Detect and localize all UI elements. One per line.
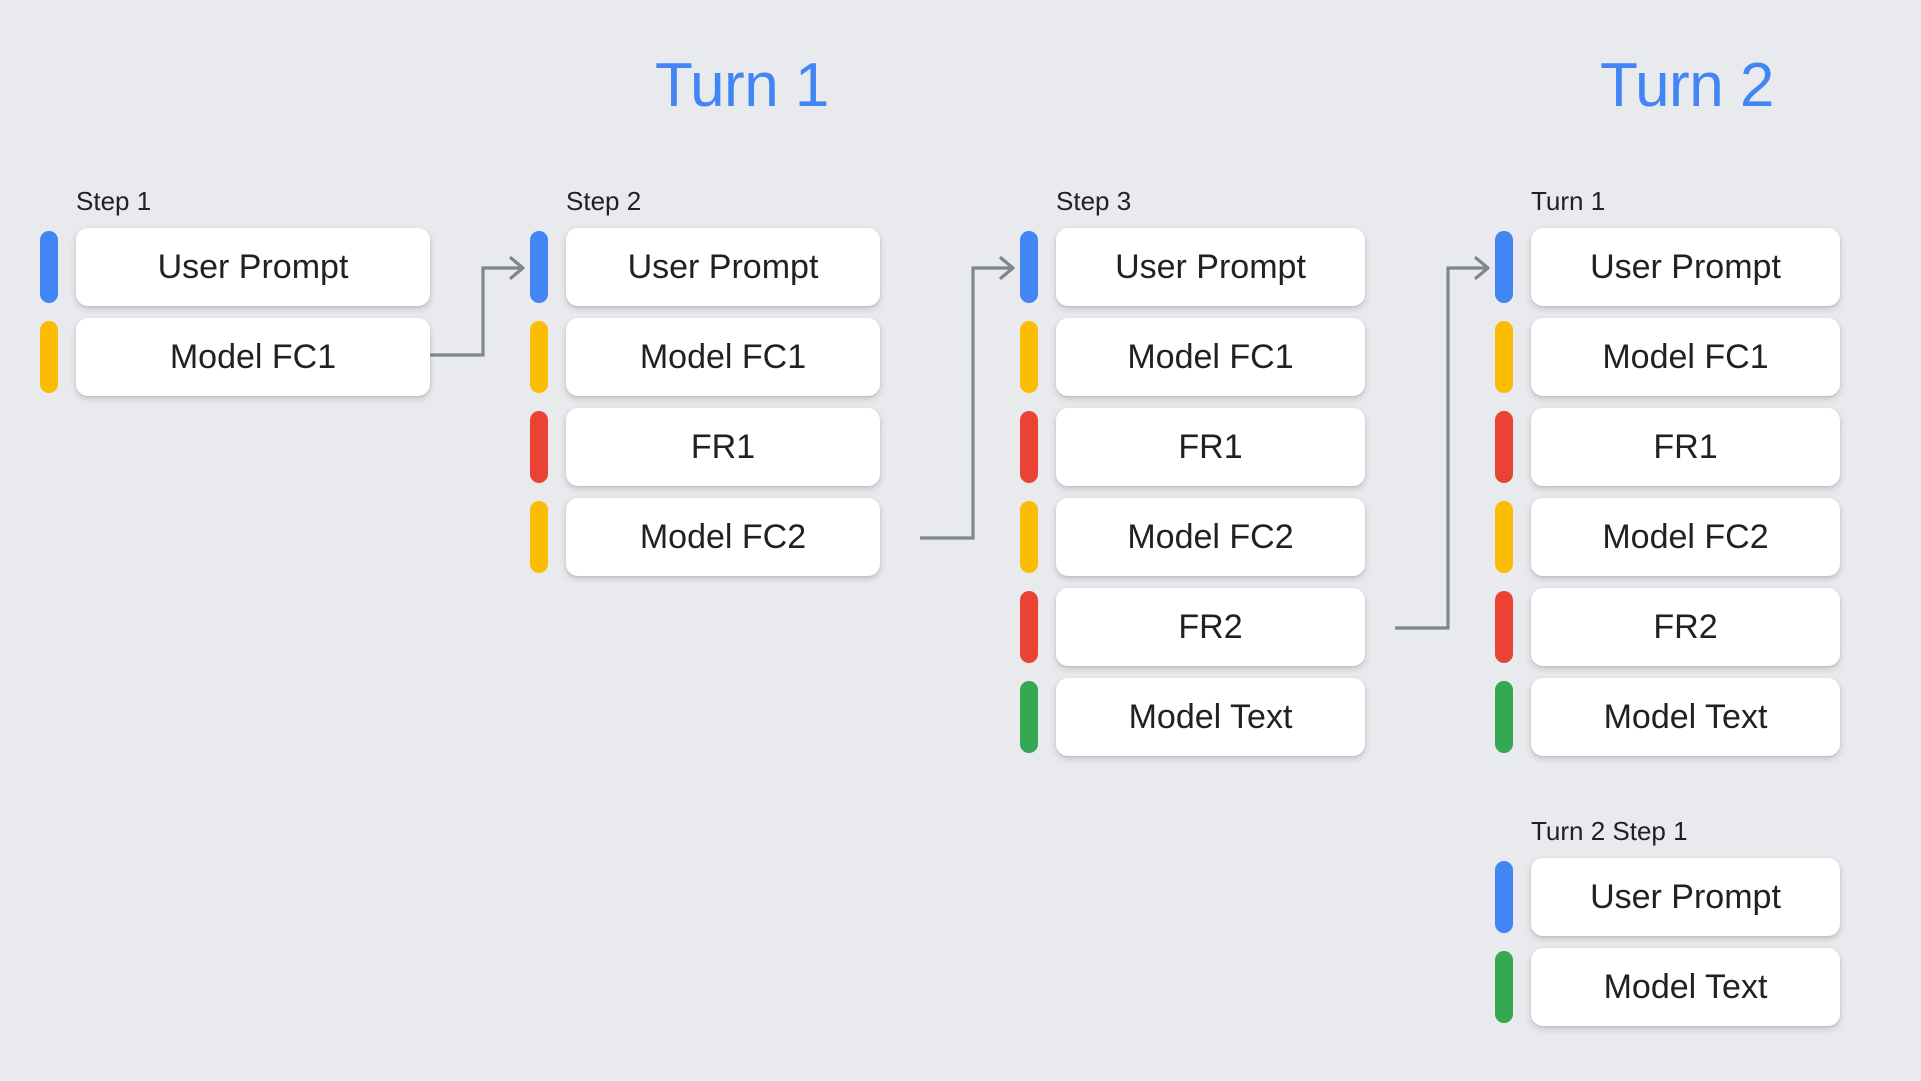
role-bar-function-response bbox=[530, 411, 548, 483]
sequence-row: Model FC2 bbox=[530, 498, 880, 576]
card-fr1[interactable]: FR1 bbox=[566, 408, 880, 486]
sequence-row: FR2 bbox=[1495, 588, 1840, 666]
role-bar-user-prompt bbox=[1495, 861, 1513, 933]
sequence-row: FR1 bbox=[530, 408, 880, 486]
card-model-fc2[interactable]: Model FC2 bbox=[1056, 498, 1365, 576]
column-step-3: Step 3 User Prompt Model FC1 FR1 Model F… bbox=[1020, 188, 1365, 768]
sequence-row: Model FC1 bbox=[40, 318, 430, 396]
sequence-row: FR2 bbox=[1020, 588, 1365, 666]
role-bar-model-text bbox=[1495, 681, 1513, 753]
connector-step3-to-turn1 bbox=[1395, 256, 1490, 630]
role-bar-model-text bbox=[1495, 951, 1513, 1023]
role-bar-user-prompt bbox=[40, 231, 58, 303]
sequence-row: Model FC2 bbox=[1495, 498, 1840, 576]
card-user-prompt[interactable]: User Prompt bbox=[566, 228, 880, 306]
turn-1-heading: Turn 1 bbox=[655, 51, 829, 120]
sequence-row: FR1 bbox=[1020, 408, 1365, 486]
role-bar-function-response bbox=[1495, 591, 1513, 663]
role-bar-model-fc bbox=[1020, 501, 1038, 573]
connector-step1-to-step2 bbox=[430, 256, 525, 357]
column-label-turn-1: Turn 1 bbox=[1531, 186, 1606, 216]
role-bar-model-text bbox=[1020, 681, 1038, 753]
column-step-2: Step 2 User Prompt Model FC1 FR1 Model F… bbox=[530, 188, 880, 588]
card-fr2[interactable]: FR2 bbox=[1056, 588, 1365, 666]
sequence-row: Model Text bbox=[1495, 948, 1840, 1026]
card-model-fc1[interactable]: Model FC1 bbox=[1531, 318, 1840, 396]
column-label-step-2: Step 2 bbox=[566, 186, 642, 216]
sequence-row: Model FC1 bbox=[530, 318, 880, 396]
card-user-prompt[interactable]: User Prompt bbox=[76, 228, 430, 306]
column-step-1: Step 1 User Prompt Model FC1 bbox=[40, 188, 430, 408]
sequence-row: Model FC1 bbox=[1495, 318, 1840, 396]
role-bar-model-fc bbox=[530, 501, 548, 573]
sequence-row: User Prompt bbox=[1495, 858, 1840, 936]
card-model-text[interactable]: Model Text bbox=[1531, 948, 1840, 1026]
role-bar-model-fc bbox=[1020, 321, 1038, 393]
sequence-row: Model FC1 bbox=[1020, 318, 1365, 396]
column-label-step-3: Step 3 bbox=[1056, 186, 1132, 216]
card-fr2[interactable]: FR2 bbox=[1531, 588, 1840, 666]
role-bar-user-prompt bbox=[1495, 231, 1513, 303]
sequence-row: User Prompt bbox=[1020, 228, 1365, 306]
turn-2-heading: Turn 2 bbox=[1600, 51, 1774, 120]
column-turn-1: Turn 1 User Prompt Model FC1 FR1 Model F… bbox=[1495, 188, 1840, 768]
role-bar-model-fc bbox=[530, 321, 548, 393]
role-bar-model-fc bbox=[40, 321, 58, 393]
card-fr1[interactable]: FR1 bbox=[1531, 408, 1840, 486]
sequence-row: FR1 bbox=[1495, 408, 1840, 486]
card-model-text[interactable]: Model Text bbox=[1531, 678, 1840, 756]
role-bar-model-fc bbox=[1495, 501, 1513, 573]
role-bar-user-prompt bbox=[530, 231, 548, 303]
card-model-text[interactable]: Model Text bbox=[1056, 678, 1365, 756]
card-model-fc1[interactable]: Model FC1 bbox=[566, 318, 880, 396]
role-bar-function-response bbox=[1495, 411, 1513, 483]
card-fr1[interactable]: FR1 bbox=[1056, 408, 1365, 486]
sequence-row: User Prompt bbox=[530, 228, 880, 306]
card-user-prompt[interactable]: User Prompt bbox=[1531, 228, 1840, 306]
role-bar-function-response bbox=[1020, 411, 1038, 483]
role-bar-model-fc bbox=[1495, 321, 1513, 393]
sequence-row: Model Text bbox=[1020, 678, 1365, 756]
card-model-fc2[interactable]: Model FC2 bbox=[1531, 498, 1840, 576]
card-user-prompt[interactable]: User Prompt bbox=[1531, 858, 1840, 936]
sequence-row: User Prompt bbox=[40, 228, 430, 306]
card-model-fc1[interactable]: Model FC1 bbox=[1056, 318, 1365, 396]
column-label-turn-2-step-1: Turn 2 Step 1 bbox=[1531, 816, 1688, 846]
connector-step2-to-step3 bbox=[920, 256, 1015, 540]
column-turn-2-step-1: Turn 2 Step 1 User Prompt Model Text bbox=[1495, 818, 1840, 1038]
role-bar-user-prompt bbox=[1020, 231, 1038, 303]
sequence-row: User Prompt bbox=[1495, 228, 1840, 306]
card-user-prompt[interactable]: User Prompt bbox=[1056, 228, 1365, 306]
card-model-fc1[interactable]: Model FC1 bbox=[76, 318, 430, 396]
sequence-row: Model FC2 bbox=[1020, 498, 1365, 576]
role-bar-function-response bbox=[1020, 591, 1038, 663]
sequence-row: Model Text bbox=[1495, 678, 1840, 756]
column-label-step-1: Step 1 bbox=[76, 186, 152, 216]
card-model-fc2[interactable]: Model FC2 bbox=[566, 498, 880, 576]
